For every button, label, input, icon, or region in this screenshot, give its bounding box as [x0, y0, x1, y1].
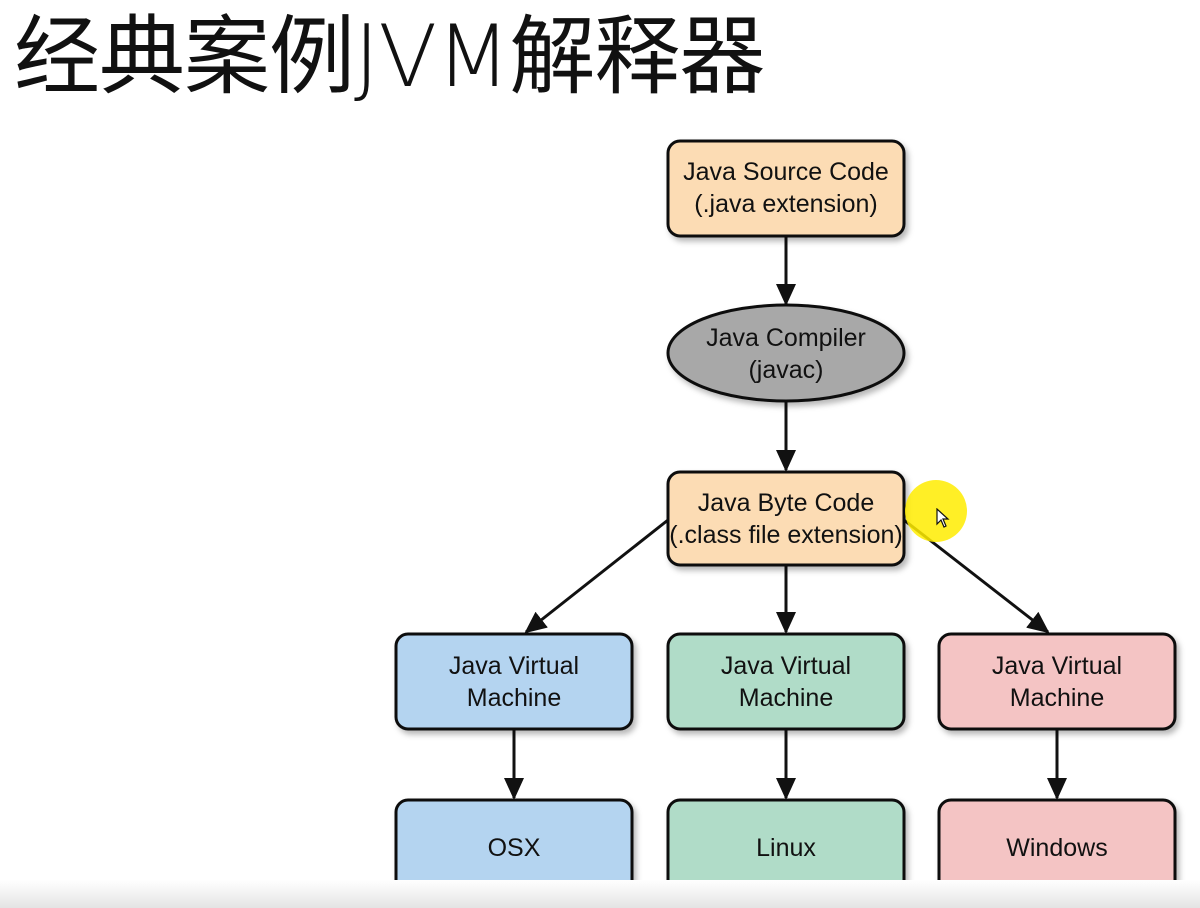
node-java-byte-code: Java Byte Code (.class file extension) — [666, 470, 906, 567]
node-jvm-linux-line1: Java Virtual — [721, 652, 851, 680]
node-jvm-osx: Java Virtual Machine — [394, 632, 634, 731]
node-jvm-osx-box — [394, 632, 634, 731]
edge-bytecode-to-jvm-osx — [524, 518, 669, 634]
slide-title: 经典案例JVM解释器 — [14, 7, 765, 107]
node-jvm-osx-line2: Machine — [467, 684, 562, 712]
node-java-compiler-line1: Java Compiler — [706, 324, 866, 352]
node-java-source-code: Java Source Code (.java extension) — [666, 139, 906, 238]
node-os-osx: OSX — [394, 798, 634, 894]
node-os-linux-label: Linux — [756, 834, 816, 862]
node-java-compiler-ellipse — [666, 303, 906, 403]
node-jvm-windows-line2: Machine — [1010, 684, 1105, 712]
bottom-shade — [0, 880, 1200, 908]
node-java-byte-code-box — [666, 470, 906, 567]
node-java-byte-code-line2: (.class file extension) — [669, 521, 902, 549]
node-jvm-windows-line1: Java Virtual — [992, 652, 1122, 680]
node-java-source-code-box — [666, 139, 906, 238]
node-os-linux: Linux — [666, 798, 906, 894]
node-jvm-windows-box — [937, 632, 1177, 731]
cursor-highlight — [905, 480, 967, 542]
node-java-compiler: Java Compiler (javac) — [666, 303, 906, 403]
node-java-source-code-line2: (.java extension) — [694, 190, 877, 218]
node-jvm-windows: Java Virtual Machine — [937, 632, 1177, 731]
edges — [504, 236, 1067, 800]
node-java-byte-code-line1: Java Byte Code — [698, 489, 875, 517]
node-jvm-linux: Java Virtual Machine — [666, 632, 906, 731]
node-jvm-osx-line1: Java Virtual — [449, 652, 579, 680]
node-os-windows-label: Windows — [1006, 834, 1107, 862]
node-java-compiler-line2: (javac) — [748, 356, 823, 384]
node-jvm-linux-box — [666, 632, 906, 731]
node-java-source-code-line1: Java Source Code — [683, 158, 889, 186]
node-os-osx-label: OSX — [488, 834, 541, 862]
node-jvm-linux-line2: Machine — [739, 684, 834, 712]
mouse-pointer-icon — [936, 508, 950, 528]
node-os-windows: Windows — [937, 798, 1177, 894]
